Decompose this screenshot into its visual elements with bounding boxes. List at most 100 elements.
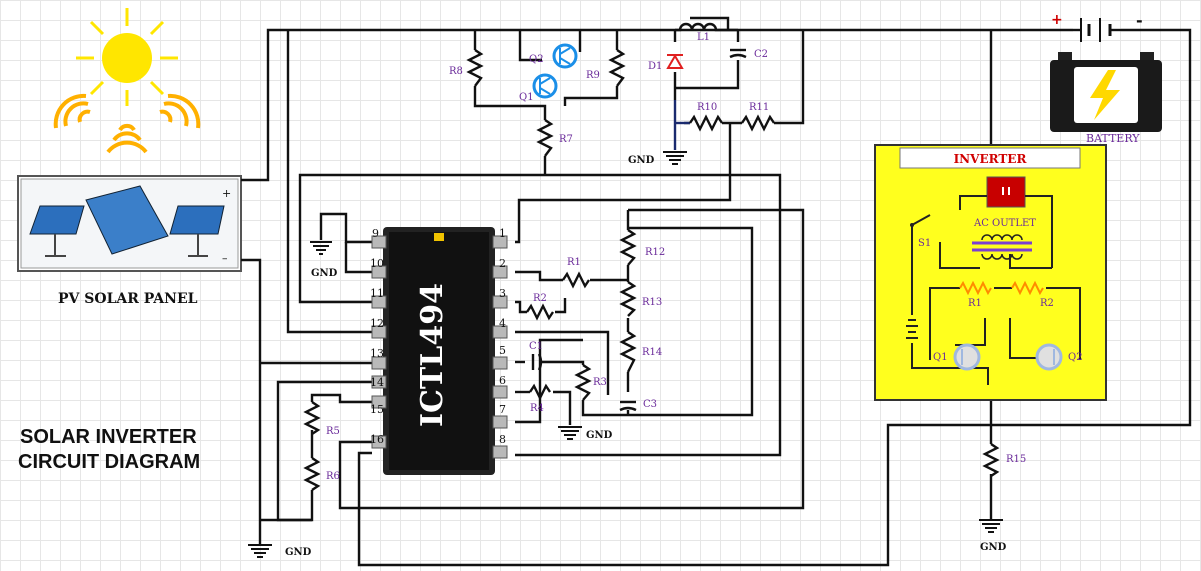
ictl494-chip: ICTL494 [383,227,495,475]
resistor-r2 [526,303,554,321]
left-pins: 9 10 11 12 13 14 15 16 [370,227,387,449]
pin-16: 16 [370,433,384,446]
label-r6: R6 [326,471,340,482]
wires [241,16,1192,567]
panel-minus: – [222,252,228,265]
label-r7: R7 [559,134,573,145]
inverter-box: INVERTER AC OUTLET S1 R1 R2 Q1 Q2 [874,144,1107,401]
label-r3: R3 [593,377,607,388]
pin-10: 10 [370,257,384,270]
gnd-label-2: GND [628,155,655,166]
pin-4: 4 [499,317,506,330]
label-r10: R10 [697,102,717,113]
title-line-1: SOLAR INVERTER [20,426,197,448]
diode-d1 [666,54,684,69]
label-c1: C1 [529,341,543,352]
label-l1: L1 [697,32,710,43]
panel-label: PV SOLAR PANEL [58,291,198,307]
resistor-r11 [741,114,775,132]
pin-15: 15 [370,403,384,416]
ground-icon [558,426,582,440]
ac-outlet-label: AC OUTLET [973,218,1036,229]
gnd-label-5: GND [980,542,1007,553]
battery-label: BATTERY [1086,132,1140,145]
ground-icon [310,241,332,255]
pv-solar-panel: + – [17,175,242,272]
battery-icon [1050,52,1162,132]
inverter-label-r2: R2 [1040,298,1054,309]
label-c2: C2 [754,49,768,60]
pin-12: 12 [370,317,384,330]
label-r4: R4 [530,403,544,414]
resistor-r7 [536,119,554,157]
ground-icon [248,544,272,558]
capacitor-c2 [729,48,747,59]
inductor-l1 [675,22,738,32]
resistor-r6 [303,457,321,491]
inverter-label-s1: S1 [918,238,931,249]
resistors [303,49,1000,491]
pin-6: 6 [499,374,506,387]
label-r15: R15 [1006,454,1026,465]
ground-icon [979,519,1003,533]
solar-array-icon [29,185,225,257]
pin-8: 8 [499,433,506,446]
pin-2: 2 [499,257,506,270]
ground-icon [663,151,687,165]
label-q1: Q1 [519,92,534,103]
pin-9: 9 [372,227,379,240]
battery-minus: - [1136,11,1143,30]
title-line-2: CIRCUIT DIAGRAM [18,451,200,473]
pin-3: 3 [499,287,506,300]
resistor-r15 [982,443,1000,477]
resistor-r14 [619,331,637,373]
chip-name: ICTL494 [415,283,450,427]
panel-plus: + [222,187,231,200]
label-r2: R2 [533,293,547,304]
resistor-r4 [529,383,551,401]
gnd-label-4: GND [285,547,312,558]
pin-11: 11 [370,287,384,300]
component-labels: R8 R7 R9 Q2 Q1 D1 L1 C2 R10 R11 R12 R13 … [326,32,1026,482]
pin-13: 13 [370,347,384,360]
inverter-label-q2: Q2 [1068,352,1083,363]
gnd-label-3: GND [586,430,613,441]
pin-7: 7 [499,403,506,416]
resistor-r8 [466,49,484,87]
capacitor-c1 [531,353,543,371]
resistor-r1 [562,271,590,289]
label-r13: R13 [642,297,662,308]
pin-5: 5 [499,344,506,357]
inverter-title: INVERTER [954,152,1028,166]
label-c3: C3 [643,399,657,410]
inverter-q1-icon [953,343,981,371]
label-r5: R5 [326,426,340,437]
resistor-r10 [689,114,723,132]
battery-plus: + [1051,12,1063,28]
label-r14: R14 [642,347,662,358]
resistor-r3 [574,364,592,401]
inverter-q2-icon [1035,343,1063,371]
gnd-label-1: GND [311,268,338,279]
pin-1: 1 [499,227,506,240]
label-q2: Q2 [529,54,544,65]
battery-symbol [1073,18,1121,42]
label-r12: R12 [645,247,665,258]
resistor-r13 [619,281,637,317]
capacitor-c3 [619,400,637,412]
transistor-q1 [532,73,558,99]
label-d1: D1 [648,61,662,72]
inverter-label-r1: R1 [968,298,982,309]
transistor-q2 [552,43,578,69]
label-r1: R1 [567,257,581,268]
capacitors [531,48,747,412]
label-r9: R9 [586,70,600,81]
label-r8: R8 [449,66,463,77]
resistor-r12 [619,229,637,266]
resistor-r5 [303,401,321,435]
right-pins: 1 2 3 4 5 6 7 8 [492,227,508,459]
sun-icon [53,8,201,154]
label-r11: R11 [749,102,769,113]
